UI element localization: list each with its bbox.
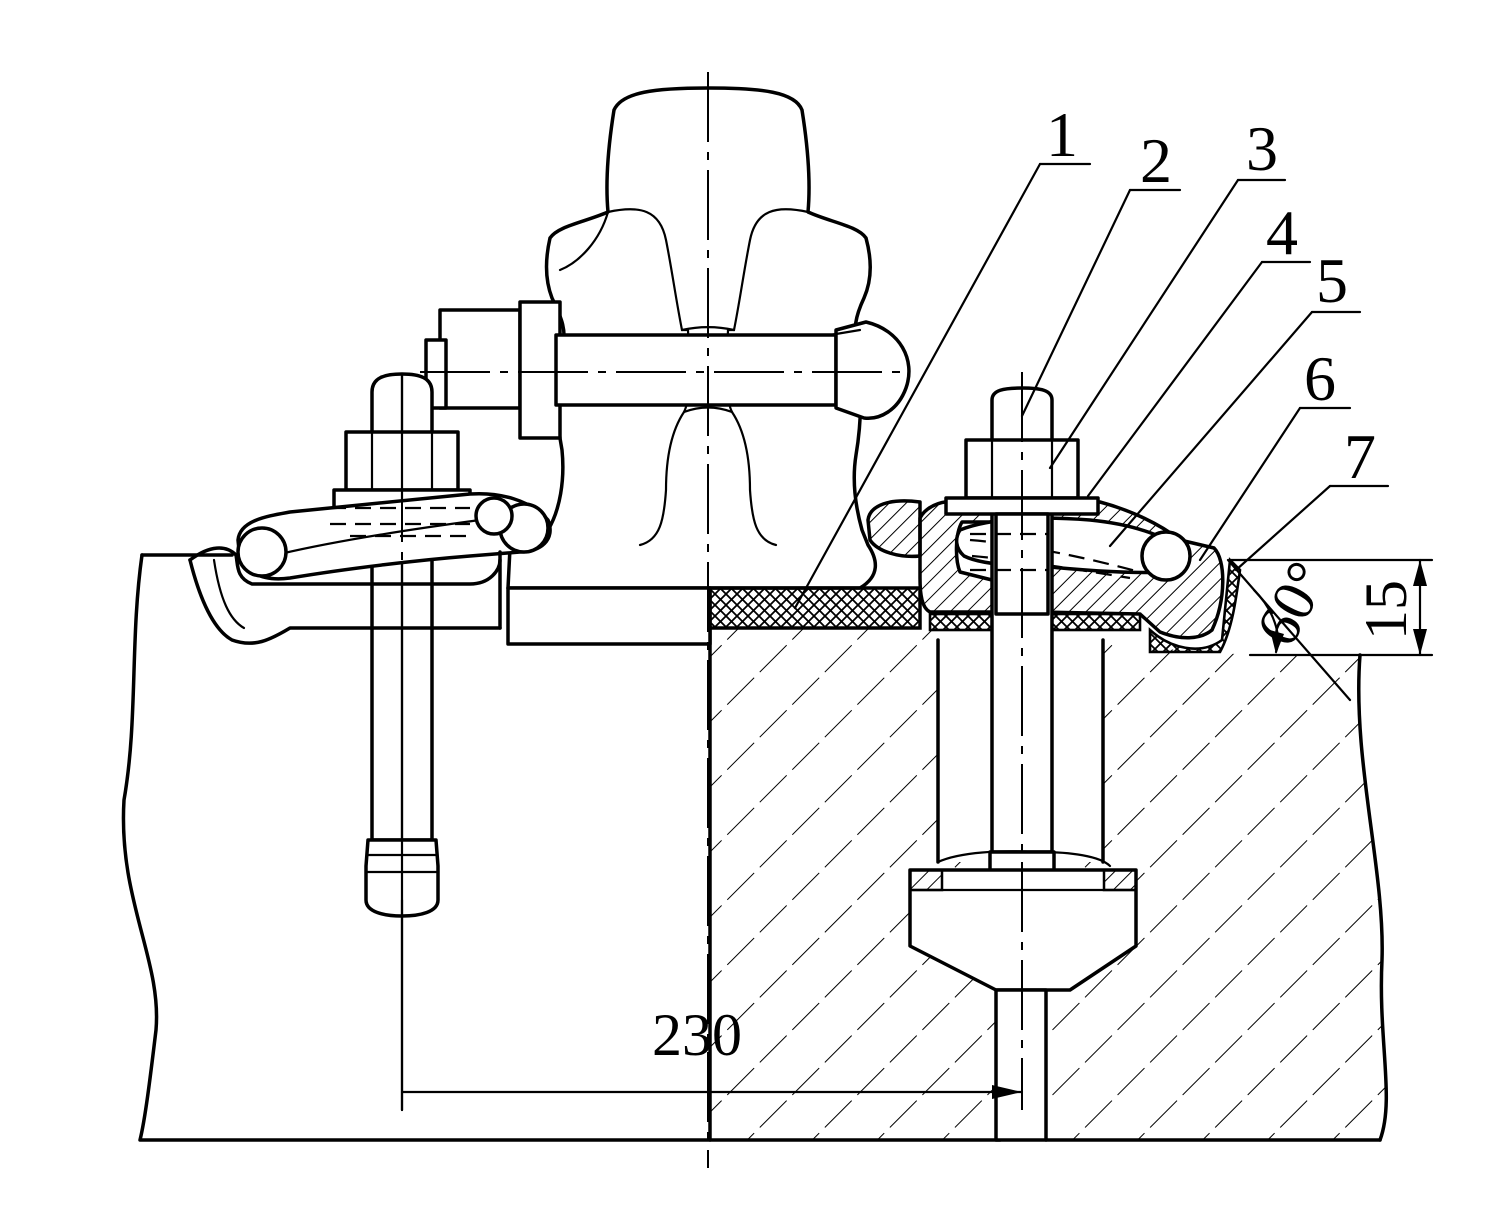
dimension-spacing-value: 230 bbox=[652, 1002, 742, 1068]
callout-6: 6 bbox=[1304, 343, 1336, 414]
sleeper-outline-left bbox=[121, 553, 1382, 1142]
centerlines bbox=[401, 72, 1023, 1168]
rail-pad bbox=[708, 586, 922, 630]
dimension-height: 15 bbox=[1228, 558, 1434, 657]
callout-4: 4 bbox=[1266, 197, 1298, 268]
callout-labels: 1 2 3 4 5 6 7 bbox=[1046, 99, 1376, 492]
leader-lines bbox=[793, 162, 1390, 610]
left-shoulder-insert bbox=[188, 546, 502, 645]
dimension-angle-value: 60° bbox=[1243, 551, 1341, 656]
dimension-height-value: 15 bbox=[1353, 580, 1419, 640]
callout-7: 7 bbox=[1344, 421, 1376, 492]
left-elastic-clip bbox=[236, 491, 552, 581]
callout-3: 3 bbox=[1246, 113, 1278, 184]
dimension-spacing: 230 bbox=[400, 898, 1024, 1112]
callout-5: 5 bbox=[1316, 245, 1348, 316]
callout-2: 2 bbox=[1140, 125, 1172, 196]
callout-1: 1 bbox=[1046, 99, 1078, 170]
left-baseplate bbox=[506, 586, 712, 646]
fish-bolt bbox=[424, 300, 911, 440]
